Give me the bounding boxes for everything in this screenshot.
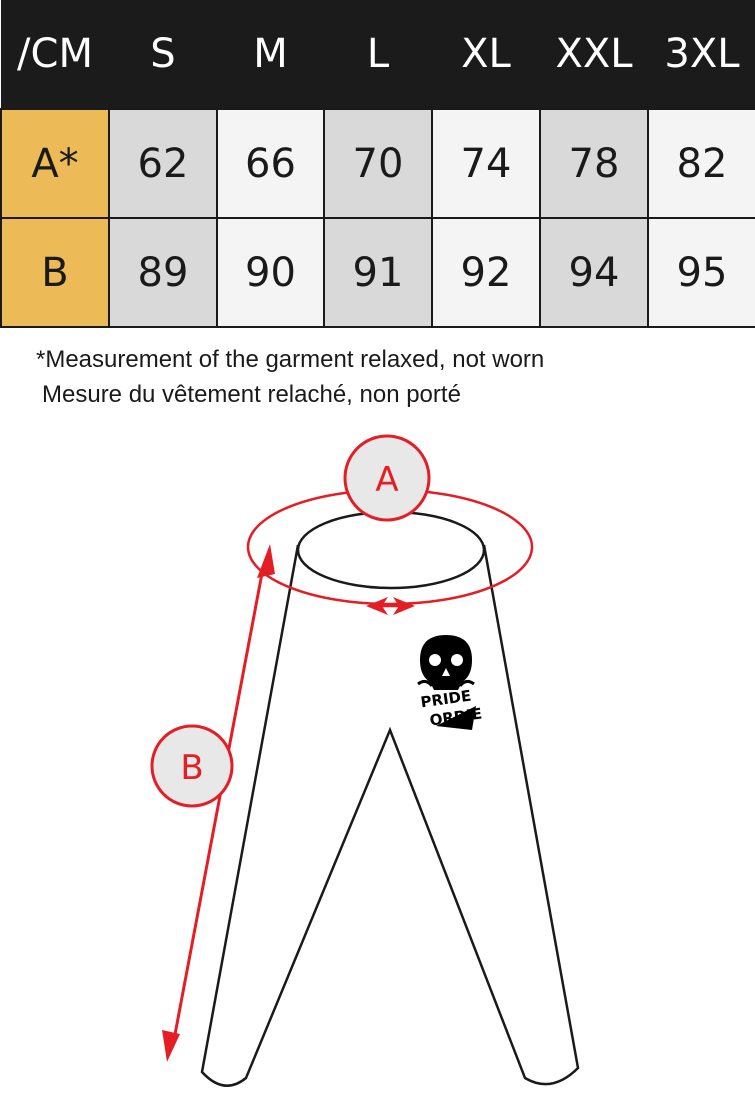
size-header-xl: XL xyxy=(432,0,540,109)
cell-a-s: 62 xyxy=(108,108,218,219)
marker-a-label: A xyxy=(375,460,398,500)
table-row: A* 62 66 70 74 78 82 xyxy=(0,108,755,219)
pants-outline xyxy=(200,510,580,1087)
cell-b-s: 89 xyxy=(108,217,218,328)
size-header-l: L xyxy=(324,0,432,109)
marker-b-label: B xyxy=(180,748,203,788)
skull-logo-icon: PRIDE ORDIE xyxy=(417,635,483,730)
note-english: *Measurement of the garment relaxed, not… xyxy=(36,346,545,373)
cell-a-xl: 74 xyxy=(431,108,541,219)
table-header-row: /CM S M L XL XXL 3XL xyxy=(1,0,755,109)
cell-a-l: 70 xyxy=(323,108,433,219)
size-header-s: S xyxy=(109,0,217,109)
size-chart-table: /CM S M L XL XXL 3XL A* 62 66 70 74 78 8… xyxy=(0,0,755,328)
cell-a-m: 66 xyxy=(216,108,325,219)
row-label-a: A* xyxy=(0,108,110,219)
cell-b-m: 90 xyxy=(216,217,325,328)
measurement-notes: *Measurement of the garment relaxed, not… xyxy=(36,342,544,412)
cell-b-xl: 92 xyxy=(431,217,541,328)
unit-header: /CM xyxy=(1,0,109,109)
marker-b: B xyxy=(150,724,234,808)
table-row: B 89 90 91 92 94 95 xyxy=(0,217,755,328)
row-label-b: B xyxy=(0,217,110,328)
size-header-m: M xyxy=(217,0,324,109)
cell-a-xxl: 78 xyxy=(539,108,649,219)
size-header-3xl: 3XL xyxy=(648,0,755,109)
cell-b-l: 91 xyxy=(323,217,433,328)
length-arrow xyxy=(162,544,275,1062)
double-arrow-icon xyxy=(366,597,415,615)
marker-a: A xyxy=(343,434,431,522)
cell-b-xxl: 94 xyxy=(539,217,649,328)
cell-a-3xl: 82 xyxy=(647,108,755,219)
size-header-xxl: XXL xyxy=(540,0,648,109)
cell-b-3xl: 95 xyxy=(647,217,755,328)
note-french: Mesure du vêtement relaché, non porté xyxy=(42,381,461,408)
